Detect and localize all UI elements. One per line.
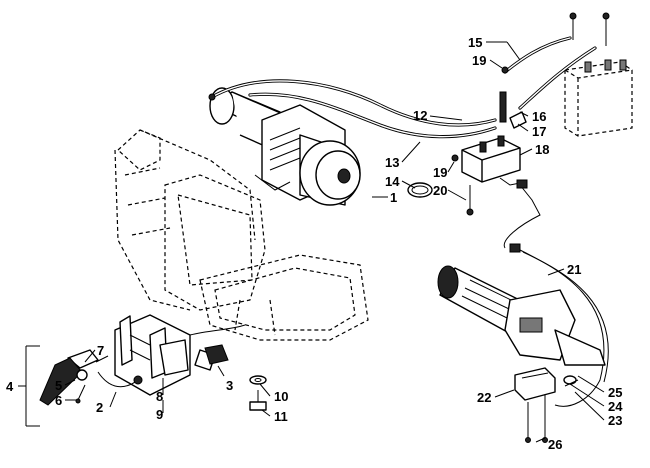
callout-19-bottom: 19 xyxy=(433,165,447,180)
callout-10: 10 xyxy=(274,389,288,404)
callout-2: 2 xyxy=(96,400,103,415)
callout-9: 9 xyxy=(156,407,163,422)
callout-15: 15 xyxy=(468,35,482,50)
callout-19-top: 19 xyxy=(472,53,486,68)
callout-labels: 1 2 3 4 5 6 7 8 9 10 11 12 13 14 15 16 1… xyxy=(6,35,623,452)
leader-lines xyxy=(18,41,605,443)
callout-4: 4 xyxy=(6,379,14,394)
callout-18: 18 xyxy=(535,142,549,157)
control-wire xyxy=(97,371,143,388)
callout-8: 8 xyxy=(156,389,163,404)
switch-bracket xyxy=(514,367,579,443)
callout-12: 12 xyxy=(413,108,427,123)
callout-13: 13 xyxy=(385,155,399,170)
callout-7: 7 xyxy=(97,343,104,358)
callout-5: 5 xyxy=(55,378,62,393)
callout-1: 1 xyxy=(390,190,397,205)
winch-decal xyxy=(204,344,229,365)
callout-23: 23 xyxy=(608,413,622,428)
callout-3: 3 xyxy=(226,378,233,393)
callout-26: 26 xyxy=(548,437,562,452)
switch-harness xyxy=(503,179,609,407)
callout-11: 11 xyxy=(274,409,288,424)
callout-25: 25 xyxy=(608,385,622,400)
hook-strap xyxy=(39,349,109,406)
callout-17: 17 xyxy=(532,124,546,139)
callout-16: 16 xyxy=(532,109,546,124)
handlebar-grip xyxy=(437,265,606,366)
callout-24: 24 xyxy=(608,399,623,414)
front-bumper-outline xyxy=(114,129,369,341)
bumper-bolt xyxy=(249,375,267,411)
callout-6: 6 xyxy=(55,393,62,408)
callout-20: 20 xyxy=(433,183,447,198)
winch-assembly xyxy=(209,87,361,206)
cable-clip xyxy=(407,182,433,198)
callout-14: 14 xyxy=(385,174,400,189)
battery-cables xyxy=(499,12,610,129)
callout-22: 22 xyxy=(477,390,491,405)
winch-cables xyxy=(208,79,497,139)
winch-solenoid xyxy=(451,66,521,216)
battery xyxy=(564,59,633,137)
callout-21: 21 xyxy=(567,262,581,277)
